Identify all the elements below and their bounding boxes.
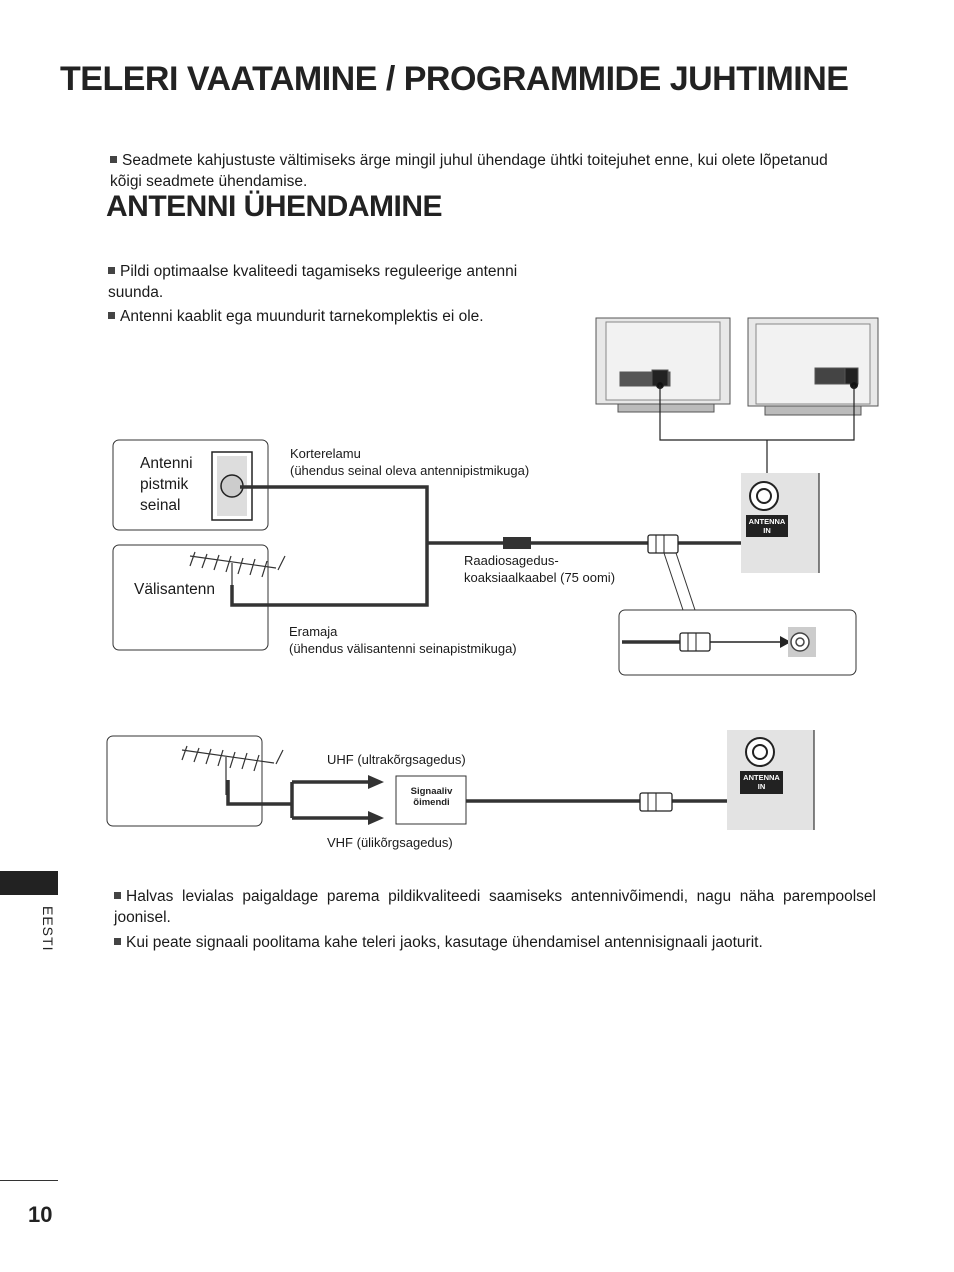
- wall-socket-box: [112, 439, 269, 531]
- signal-amplifier-box: [395, 775, 467, 825]
- bottom-note-1: Halvas levialas paigaldage parema pildik…: [114, 888, 876, 926]
- yagi-antenna-icon: [181, 745, 284, 795]
- amp-arrows: [368, 775, 384, 825]
- tv-back-right-illustration: [747, 317, 879, 416]
- amp-antenna-box: [106, 735, 284, 827]
- amp-cables: [226, 780, 727, 820]
- apartment-caption: Korterelamu (ühendus seinal oleva antenn…: [290, 446, 530, 478]
- yagi-antenna-icon: [189, 551, 286, 604]
- section-title: ANTENNI ÜHENDAMINE: [106, 190, 443, 223]
- plug-detail-callout: [618, 552, 857, 676]
- amplifier-label: Signaaliv õimendi: [410, 786, 453, 808]
- antenna-in-label-2: ANTENNA IN: [743, 773, 780, 791]
- page-number-rule: [0, 1180, 58, 1181]
- coax-plug-2: [639, 792, 673, 812]
- bullet-square-icon: [114, 938, 121, 945]
- antenna-in-label-1: ANTENNA IN: [748, 517, 786, 535]
- coax-cable-1: [230, 485, 741, 607]
- wall-socket-label: Antenni pistmik seinal: [140, 455, 193, 514]
- bullet-square-icon: [108, 267, 115, 274]
- antenna-port-panel-1: [741, 473, 820, 573]
- page-number: 10: [28, 1202, 53, 1227]
- language-tab-bar: [0, 871, 58, 895]
- intro-note-text: Seadmete kahjustuste vältimiseks ärge mi…: [110, 152, 828, 190]
- vhf-label: VHF (ülikõrgsagedus): [327, 835, 453, 850]
- bullet-square-icon: [110, 156, 117, 163]
- cable-caption: Raadiosagedus- koaksiaalkaabel (75 oomi): [464, 553, 616, 585]
- coax-plug-1: [647, 534, 679, 554]
- bullet-square-icon: [114, 892, 121, 899]
- bottom-note-2: Kui peate signaali poolitama kahe teleri…: [114, 932, 876, 953]
- bullet-square-icon: [108, 312, 115, 319]
- page-title: TELERI VAATAMINE / PROGRAMMIDE JUHTIMINE: [60, 60, 849, 98]
- section-note-1: Pildi optimaalse kvaliteedi tagamiseks r…: [108, 263, 518, 301]
- antenna-port-panel-2: [727, 730, 815, 830]
- intro-note: Seadmete kahjustuste vältimiseks ärge mi…: [110, 150, 830, 192]
- outdoor-antenna-label: Välisantenn: [134, 581, 216, 598]
- tv-back-left-illustration: [595, 317, 731, 413]
- language-tab-label: EESTI: [40, 906, 56, 952]
- house-caption: Eramaja (ühendus välisantenni seinapistm…: [289, 624, 517, 656]
- uhf-label: UHF (ultrakõrgsagedus): [327, 752, 466, 767]
- section-note-2: Antenni kaablit ega muundurit tarnekompl…: [108, 306, 568, 327]
- tv-connector-lines: [655, 380, 859, 473]
- outdoor-antenna-box: [112, 544, 286, 651]
